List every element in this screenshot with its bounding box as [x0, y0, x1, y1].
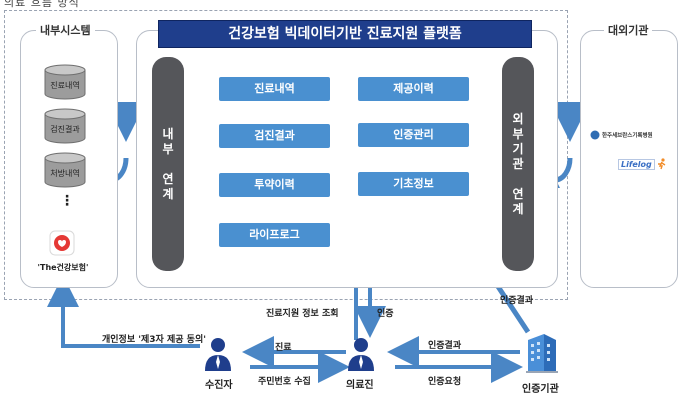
hospital-logo-icon: [590, 130, 600, 140]
auth-result-platform-label: 인증결과: [500, 296, 534, 306]
platform-panel: [136, 30, 558, 288]
doctor-person-icon: [348, 338, 374, 371]
internal-system-title: 내부시스템: [36, 22, 95, 38]
db-label-checkup: 검진결과: [50, 125, 80, 134]
query-label: 진료지원 정보 조회: [266, 309, 339, 319]
module-lifelog: 라이프로그: [219, 223, 330, 247]
external-link-char: 부: [512, 126, 524, 141]
internal-link-char: 계: [162, 186, 174, 201]
runner-icon: [657, 158, 666, 170]
module-auth-management: 인증관리: [358, 123, 469, 147]
auth-org-building-icon: [526, 334, 558, 373]
id-collect-label: 주민번호 수집: [258, 377, 311, 387]
patient-person-icon: [205, 338, 231, 371]
database-icon: [44, 152, 86, 188]
db-label-records: 진료내역: [50, 81, 80, 90]
external-link-char: 연: [512, 186, 524, 201]
treatment-label: 진료: [275, 343, 292, 353]
system-boundary: [4, 10, 568, 300]
external-link-char: 외: [512, 111, 524, 126]
app-label: 'The건강보험': [37, 263, 89, 272]
the-health-insurance-app-icon: [49, 230, 75, 256]
internal-link-bar: 내 부 연 계: [152, 57, 184, 271]
db-label-prescription: 처방내역: [50, 169, 80, 178]
partner-logo-1-text: 한주세브란스기록병원: [602, 133, 653, 139]
header-caption: 의료 흐름 방식: [4, 0, 80, 9]
database-icon: [44, 108, 86, 144]
partner-logo-1: 한주세브란스기록병원: [590, 130, 674, 140]
module-medication-history: 투약이력: [219, 173, 330, 197]
platform-title: 건강보험 빅데이터기반 진료지원 플랫폼: [158, 20, 532, 48]
module-checkup-results: 검진결과: [219, 124, 330, 148]
internal-link-char: 부: [162, 141, 174, 156]
more-ellipsis: ⋮: [60, 193, 74, 209]
auth-org-label: 인증기관: [522, 384, 559, 395]
external-link-char: 계: [512, 201, 524, 216]
external-org-title: 대외기관: [604, 22, 653, 38]
consent-label: 개인정보 '제3자 제공 동의': [102, 335, 206, 345]
internal-link-char: 연: [162, 171, 174, 186]
patient-label: 수진자: [205, 380, 233, 391]
auth-request-label: 인증요청: [428, 377, 462, 387]
module-provision-history: 제공이력: [358, 77, 469, 101]
internal-link-char: 내: [162, 126, 174, 141]
database-icon: [44, 64, 86, 100]
partner-logo-2: Lifelog: [618, 158, 667, 170]
module-treatment-records: 진료내역: [219, 77, 330, 101]
auth-label: 인증: [377, 309, 394, 319]
auth-result-label: 인증결과: [428, 341, 462, 351]
external-link-char: 관: [512, 156, 524, 171]
doctor-label: 의료진: [346, 380, 374, 391]
external-link-char: 기: [512, 141, 524, 156]
consent-arrow: [47, 275, 200, 348]
partner-logo-2-text: Lifelog: [618, 158, 655, 170]
module-basic-info: 기초정보: [358, 172, 469, 196]
external-link-bar: 외 부 기 관 연 계: [502, 57, 534, 271]
